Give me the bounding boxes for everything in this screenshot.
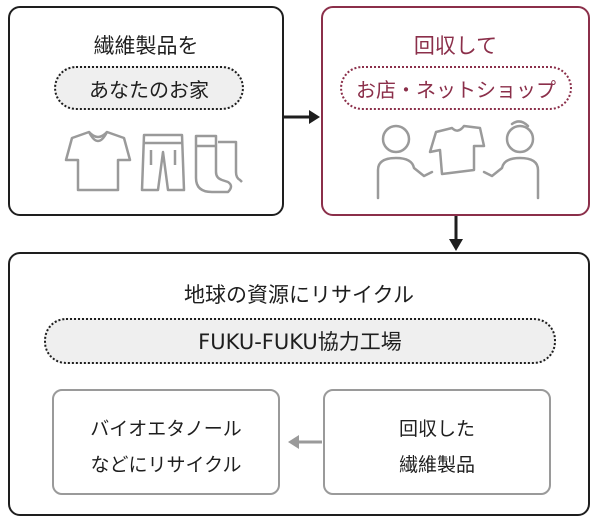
output-line-1: バイオエタノール bbox=[90, 418, 242, 440]
household-title: 繊維製品を bbox=[93, 34, 199, 58]
output-box bbox=[52, 389, 280, 495]
arrow-down bbox=[449, 216, 463, 251]
factory-pill: FUKU-FUKU協力工場 bbox=[44, 318, 556, 364]
pants-icon bbox=[140, 133, 186, 192]
arrow-left-grey bbox=[288, 435, 322, 449]
collected-line-2: 繊維製品 bbox=[398, 454, 475, 476]
collection-box bbox=[321, 6, 590, 216]
recycle-title: 地球の資源にリサイクル bbox=[184, 283, 414, 307]
output-line-2: などにリサイクル bbox=[90, 454, 242, 476]
t-shirt-icon bbox=[64, 130, 132, 192]
handover-people-icon bbox=[376, 120, 540, 200]
socks-icon bbox=[194, 134, 243, 194]
collected-line-1: 回収した bbox=[398, 418, 475, 440]
collected-box bbox=[323, 389, 551, 495]
collection-title: 回収して bbox=[413, 34, 498, 58]
household-box bbox=[8, 6, 284, 216]
arrow-right bbox=[284, 110, 320, 124]
household-pill: あなたのお家 bbox=[54, 66, 244, 110]
collection-pill: お店・ネットショップ bbox=[340, 66, 572, 110]
